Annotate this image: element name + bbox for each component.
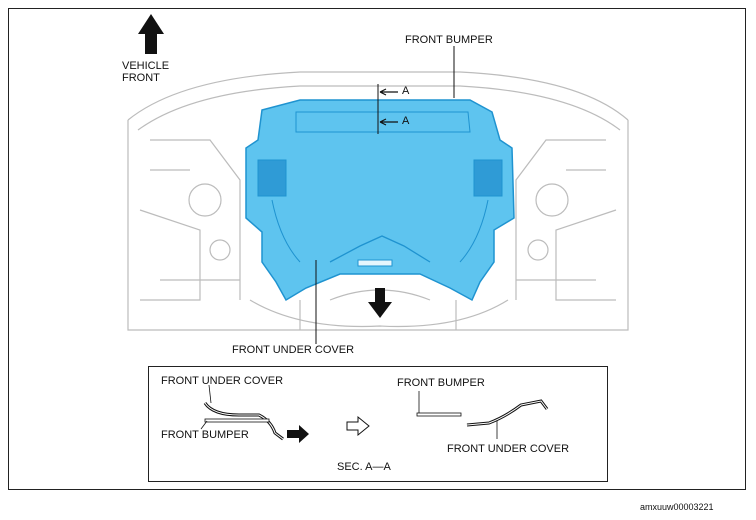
left-bumper-profile — [204, 418, 270, 423]
section-left-bumper-label: FRONT BUMPER — [161, 429, 249, 441]
front-under-cover-label: FRONT UNDER COVER — [232, 344, 355, 356]
section-marker-bottom: A — [402, 115, 410, 127]
transition-arrow-icon — [346, 415, 370, 437]
section-caption: SEC. A—A — [337, 461, 391, 473]
vehicle-underbody — [127, 71, 629, 331]
front-bumper-label: FRONT BUMPER — [405, 34, 493, 46]
right-under-cover-profile — [466, 399, 549, 427]
section-right-cover-label: FRONT UNDER COVER — [447, 443, 570, 455]
section-inset: FRONT UNDER COVER FRONT BUMPER FRONT BUM… — [148, 366, 608, 482]
section-marker-arrow-bottom — [379, 118, 398, 126]
front-under-cover-shape — [245, 99, 515, 302]
vehicle-front-label: VEHICLE FRONT — [122, 60, 170, 84]
section-right-bumper-label: FRONT BUMPER — [397, 377, 485, 389]
removal-direction-arrow-icon — [368, 288, 392, 318]
section-drawing — [200, 384, 549, 443]
image-code: amxuuw00003221 — [640, 502, 714, 512]
right-bumper-profile — [416, 412, 462, 417]
section-marker-arrow-top — [379, 88, 398, 96]
vehicle-front-arrow-icon — [138, 14, 164, 54]
section-left-cover-label: FRONT UNDER COVER — [161, 375, 284, 387]
section-marker-top: A — [402, 85, 410, 97]
pull-direction-arrow-icon — [287, 425, 309, 443]
diagram-frame — [8, 8, 746, 490]
